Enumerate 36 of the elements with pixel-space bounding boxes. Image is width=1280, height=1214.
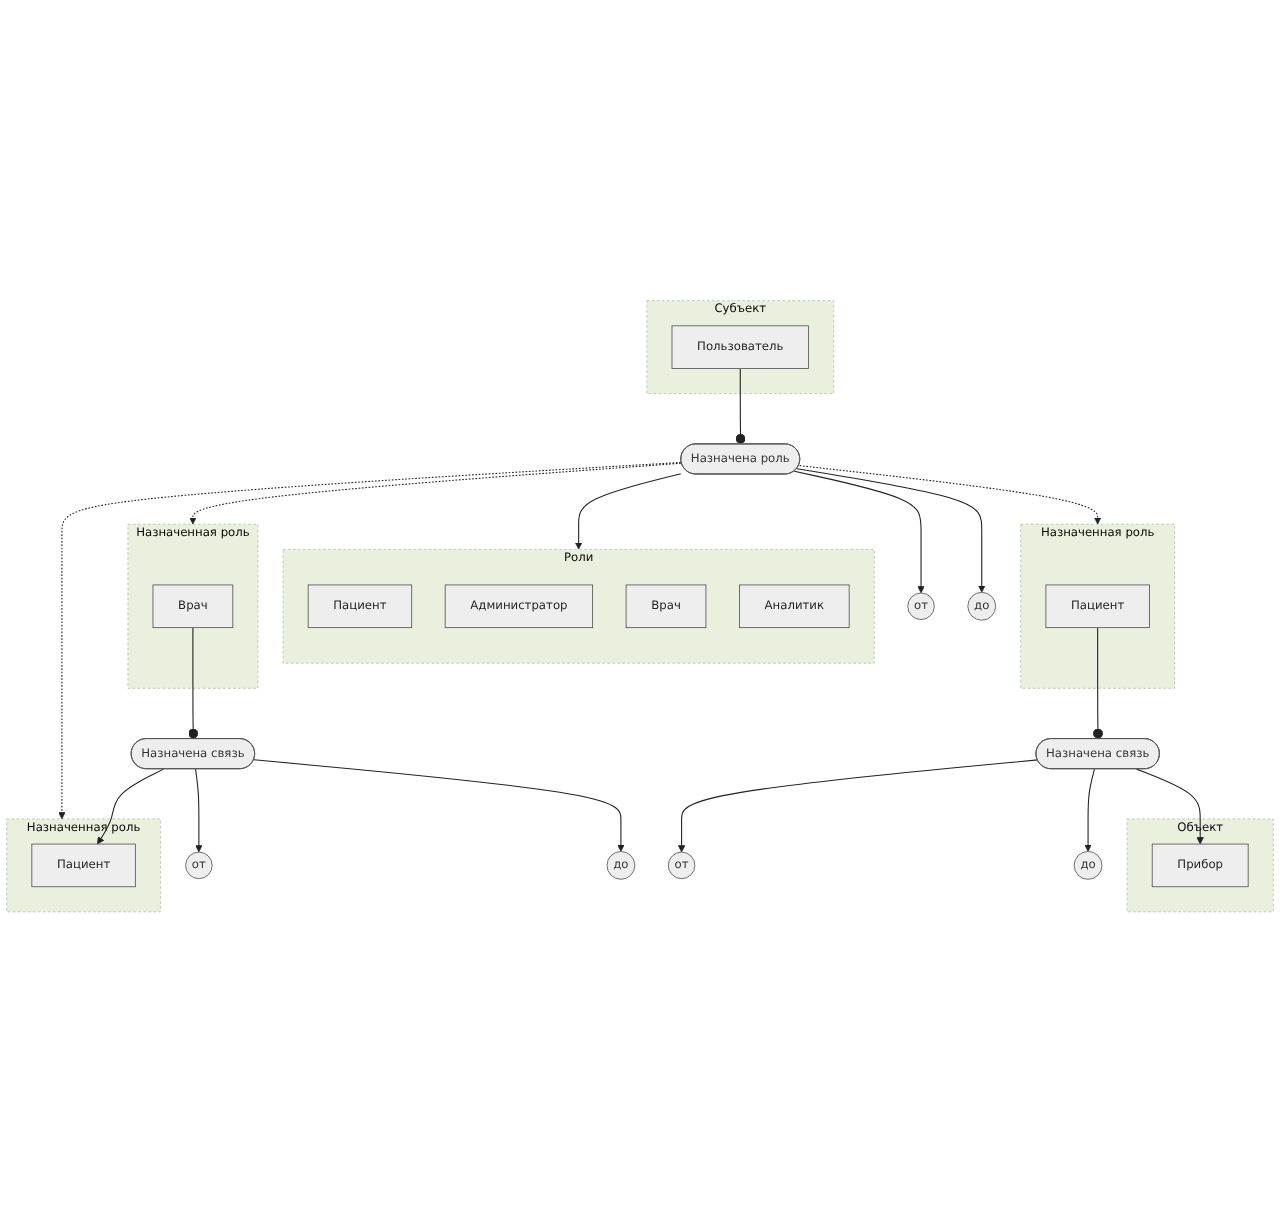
node-circle	[185, 852, 213, 880]
node-box	[444, 585, 594, 629]
node-box	[671, 326, 809, 370]
cluster	[282, 549, 875, 665]
arrow	[796, 468, 986, 594]
node-box	[1151, 844, 1249, 888]
node-box	[739, 585, 850, 629]
arrow	[575, 473, 682, 551]
node-circle	[667, 852, 696, 880]
arrow	[253, 759, 625, 853]
cluster	[646, 301, 835, 395]
arrow	[1136, 769, 1204, 846]
node-circle	[967, 592, 997, 622]
arrow	[58, 462, 682, 820]
arrow	[189, 463, 682, 526]
arrow	[799, 465, 1102, 526]
arrow	[1084, 769, 1096, 853]
node-circle	[1073, 851, 1103, 881]
connector	[735, 368, 746, 446]
cluster	[6, 819, 161, 913]
node-box	[625, 585, 707, 629]
node-circle	[606, 851, 636, 881]
arrow	[195, 769, 203, 854]
node-box	[152, 585, 234, 629]
cluster	[1020, 524, 1175, 690]
connector	[188, 627, 199, 741]
arrow	[677, 760, 1039, 854]
cluster	[1126, 819, 1274, 913]
node-circle	[907, 593, 935, 621]
connector	[1092, 627, 1104, 741]
node-box	[307, 585, 413, 629]
node-box	[1045, 585, 1150, 629]
arrow	[97, 769, 165, 846]
cluster	[127, 524, 259, 690]
arrow	[793, 471, 925, 595]
node-box	[31, 844, 136, 888]
